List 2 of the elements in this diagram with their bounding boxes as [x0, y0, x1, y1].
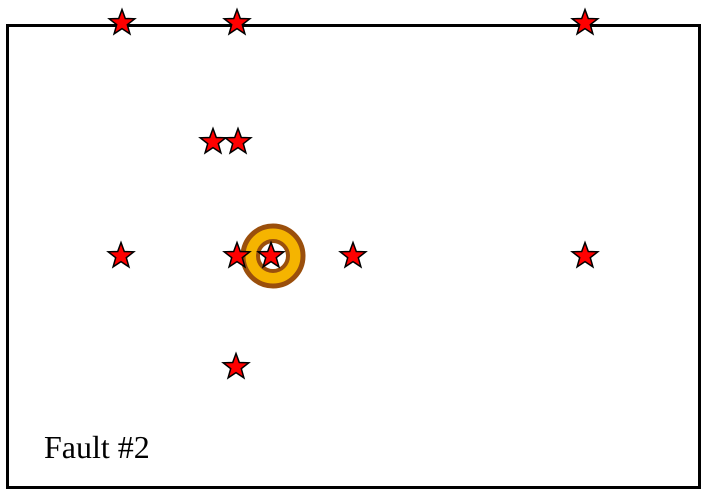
- panel-title: Fault #2: [44, 429, 150, 466]
- fault-panel: [6, 24, 701, 489]
